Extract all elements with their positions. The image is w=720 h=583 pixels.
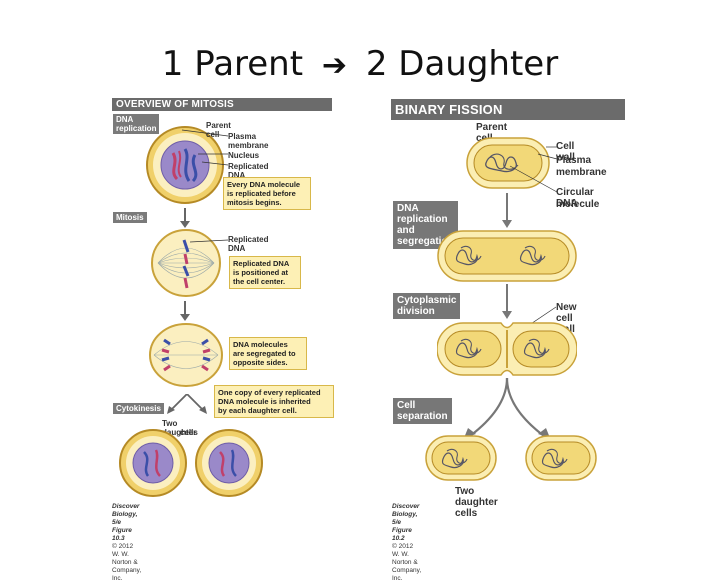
mitosis-anaphase-cell (149, 323, 223, 387)
arrow-down-icon-2 (180, 301, 190, 321)
split-arrows-icon (167, 394, 207, 414)
mitosis-daughter-cell-left (119, 429, 187, 497)
label-replicated-dna-2: Replicated DNA (228, 235, 269, 253)
mitosis-credit: Discover Biology, 5/e Figure 10.3 © 2012… (112, 503, 142, 582)
slide-title: 1 Parent ➔ 2 Daughter (0, 44, 720, 84)
fission-label-circular-2: molecule (556, 199, 600, 210)
fission-label-circular-1: Circular DNA (556, 187, 594, 209)
mitosis-metaphase-cell (151, 229, 221, 297)
fission-replicated-cell (437, 230, 577, 282)
fission-credit: Discover Biology, 5/e Figure 10.2 © 2012… (392, 503, 422, 582)
fission-tag-separation: Cell separation (393, 398, 452, 424)
fission-daughter-cell-right (525, 435, 597, 481)
stage-cytokinesis: Cytokinesis (113, 403, 164, 414)
mitosis-note-4: One copy of every replicated DNA molecul… (214, 385, 334, 418)
fission-label-plasma-2: membrane (556, 167, 607, 178)
label-replicated-dna: Replicated DNA (228, 162, 269, 180)
title-right: 2 Daughter (365, 44, 559, 84)
mitosis-leader-2 (190, 239, 229, 243)
label-two-daughter-2: cells (180, 428, 198, 437)
fission-leaders-1 (509, 146, 558, 193)
fission-tag-cytoplasmic: Cytoplasmic division (393, 293, 461, 319)
fission-dividing-cell (437, 322, 577, 376)
label-parent-cell: Parent cell (206, 121, 231, 139)
fission-label-cell-wall: Cell wall (556, 141, 575, 163)
label-nucleus: Nucleus (228, 151, 260, 160)
fission-label-two-daughter: Two daughter cells (455, 486, 498, 519)
fission-header: BINARY FISSION (391, 99, 625, 120)
label-plasma-1: Plasma (228, 132, 257, 141)
fission-arrow-down-2 (502, 284, 512, 319)
mitosis-note-2: Replicated DNA is positioned at the cell… (229, 256, 301, 289)
arrow-down-icon (180, 208, 190, 228)
fission-split-arrows-icon (464, 378, 550, 438)
mitosis-header: OVERVIEW OF MITOSIS (112, 98, 332, 111)
title-left: 1 Parent (161, 44, 304, 84)
fission-label-plasma-1: Plasma (556, 155, 592, 166)
stage-dna-replication: DNA replication (113, 114, 160, 134)
mitosis-parent-cell (146, 126, 224, 204)
right-arrow-icon: ➔ (321, 48, 348, 83)
mitosis-note-1: Every DNA molecule is replicated before … (223, 177, 311, 210)
label-plasma-2: membrane (228, 141, 269, 150)
stage-mitosis: Mitosis (113, 212, 147, 223)
label-two-daughter-1: Two daughter (162, 419, 197, 437)
mitosis-daughter-cell-right (195, 429, 263, 497)
fission-parent-cell (466, 137, 550, 189)
mitosis-leaders-1 (181, 129, 229, 166)
mitosis-note-3: DNA molecules are segregated to opposite… (229, 337, 307, 370)
fission-daughter-cell-left (425, 435, 497, 481)
fission-arrow-down-1 (502, 193, 512, 228)
